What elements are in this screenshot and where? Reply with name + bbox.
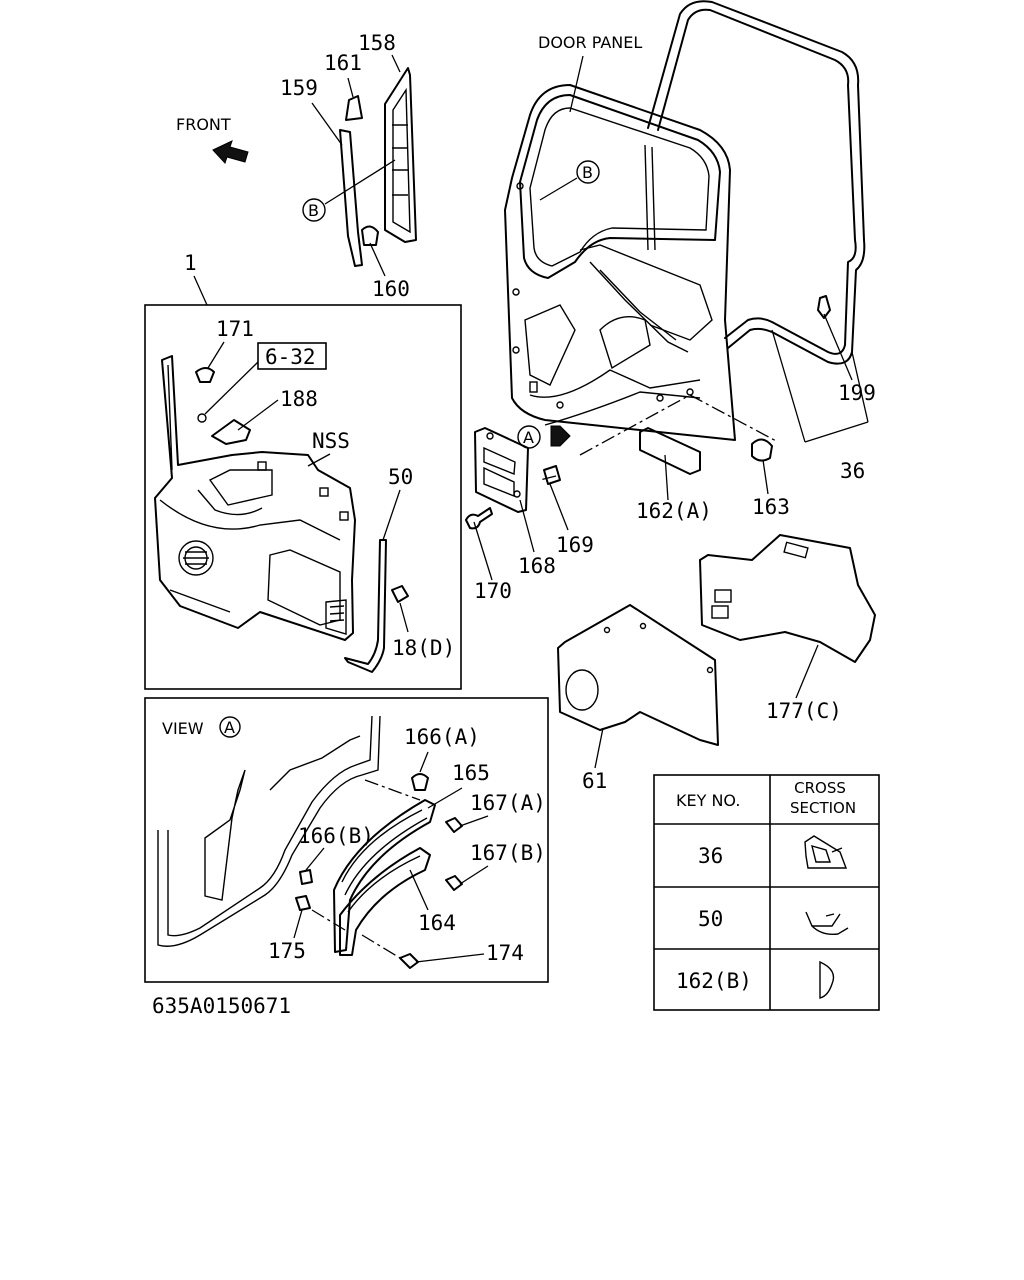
grommet-163	[751, 438, 773, 462]
part-label-166b: 166(B)	[298, 824, 374, 848]
table-row-key-50: 50	[698, 907, 723, 931]
part-label-36: 36	[840, 459, 865, 483]
part-label-163: 163	[752, 495, 790, 519]
part-label-170: 170	[474, 579, 512, 603]
part-label-169: 169	[556, 533, 594, 557]
trim-158-161	[339, 67, 417, 267]
part-label-1: 1	[184, 251, 197, 275]
part-label-167b: 167(B)	[470, 841, 546, 865]
part-label-162a: 162(A)	[636, 499, 712, 523]
part-label-165: 165	[452, 761, 490, 785]
front-label: FRONT	[176, 115, 231, 134]
view-a-box	[144, 697, 549, 983]
trim-assembly-box	[144, 304, 462, 690]
screw-170	[465, 507, 493, 530]
part-label-159: 159	[280, 76, 318, 100]
seal-profile-36-icon	[804, 835, 848, 869]
screw-167b	[445, 875, 463, 891]
part-label-175: 175	[268, 939, 306, 963]
sheet-61	[557, 604, 719, 746]
part-label-18d: 18(D)	[392, 636, 455, 660]
part-label-50: 50	[388, 465, 413, 489]
ref-box-label: 6-32	[265, 345, 316, 369]
part-label-160: 160	[372, 277, 410, 301]
ref-box-6-32	[257, 342, 327, 370]
callout-b-trim: B	[302, 159, 396, 222]
seal-50	[344, 539, 387, 673]
handle-bracket-168	[474, 427, 529, 513]
door-seal-36	[647, 0, 866, 365]
table-row-key-162b: 162(B)	[676, 969, 752, 993]
door-panel-label: DOOR PANEL	[538, 33, 642, 52]
part-label-61: 61	[582, 769, 607, 793]
sheet-177c	[699, 534, 876, 663]
scuff-plate-164	[339, 847, 431, 956]
callout-b-label: B	[582, 163, 593, 182]
strip-162a	[639, 427, 701, 475]
table-header-cross-section: CROSS SECTION	[790, 779, 857, 817]
part-label-161: 161	[324, 51, 362, 75]
part-label-177c: 177(C)	[766, 699, 842, 723]
screw-174	[399, 953, 419, 969]
scuff-plate-165	[333, 799, 436, 953]
seal-profile-162b-icon	[819, 960, 835, 999]
view-arrow-icon	[550, 425, 571, 447]
screw-188	[211, 419, 251, 445]
clip-175	[295, 895, 311, 911]
view-a-callout-label: A	[224, 718, 235, 737]
seal-profile-50-icon	[805, 911, 849, 936]
part-label-174: 174	[486, 941, 524, 965]
table-row-key-36: 36	[698, 844, 723, 868]
callout-a: A	[517, 425, 541, 449]
screw-167a	[445, 817, 463, 833]
view-a-door-lower	[157, 715, 381, 947]
fastener-18d	[391, 585, 409, 603]
drawing-number: 635A0150671	[152, 994, 291, 1018]
door-trim-board	[154, 355, 356, 641]
part-label-199: 199	[838, 381, 876, 405]
part-label-158: 158	[358, 31, 396, 55]
part-label-188: 188	[280, 387, 318, 411]
clip-166a	[411, 773, 429, 791]
callout-b-door: B	[539, 160, 600, 201]
part-label-166a: 166(A)	[404, 725, 480, 749]
part-label-171: 171	[216, 317, 254, 341]
part-label-168: 168	[518, 554, 556, 578]
clip-166b	[299, 869, 313, 885]
table-header-key: KEY NO.	[676, 791, 740, 810]
part-label-167a: 167(A)	[470, 791, 546, 815]
clip-169	[543, 465, 561, 485]
front-arrow-icon	[212, 140, 249, 164]
callout-b-trim-label: B	[308, 201, 319, 220]
cross-section-table: KEY NO. CROSS SECTION 36 50 162(B)	[653, 774, 880, 1011]
part-label-164: 164	[418, 911, 456, 935]
view-a-label: VIEW	[162, 719, 204, 738]
clip-171	[195, 367, 215, 383]
nss-label: NSS	[312, 429, 350, 453]
callout-a-label: A	[523, 428, 534, 447]
door-panel	[504, 84, 831, 441]
